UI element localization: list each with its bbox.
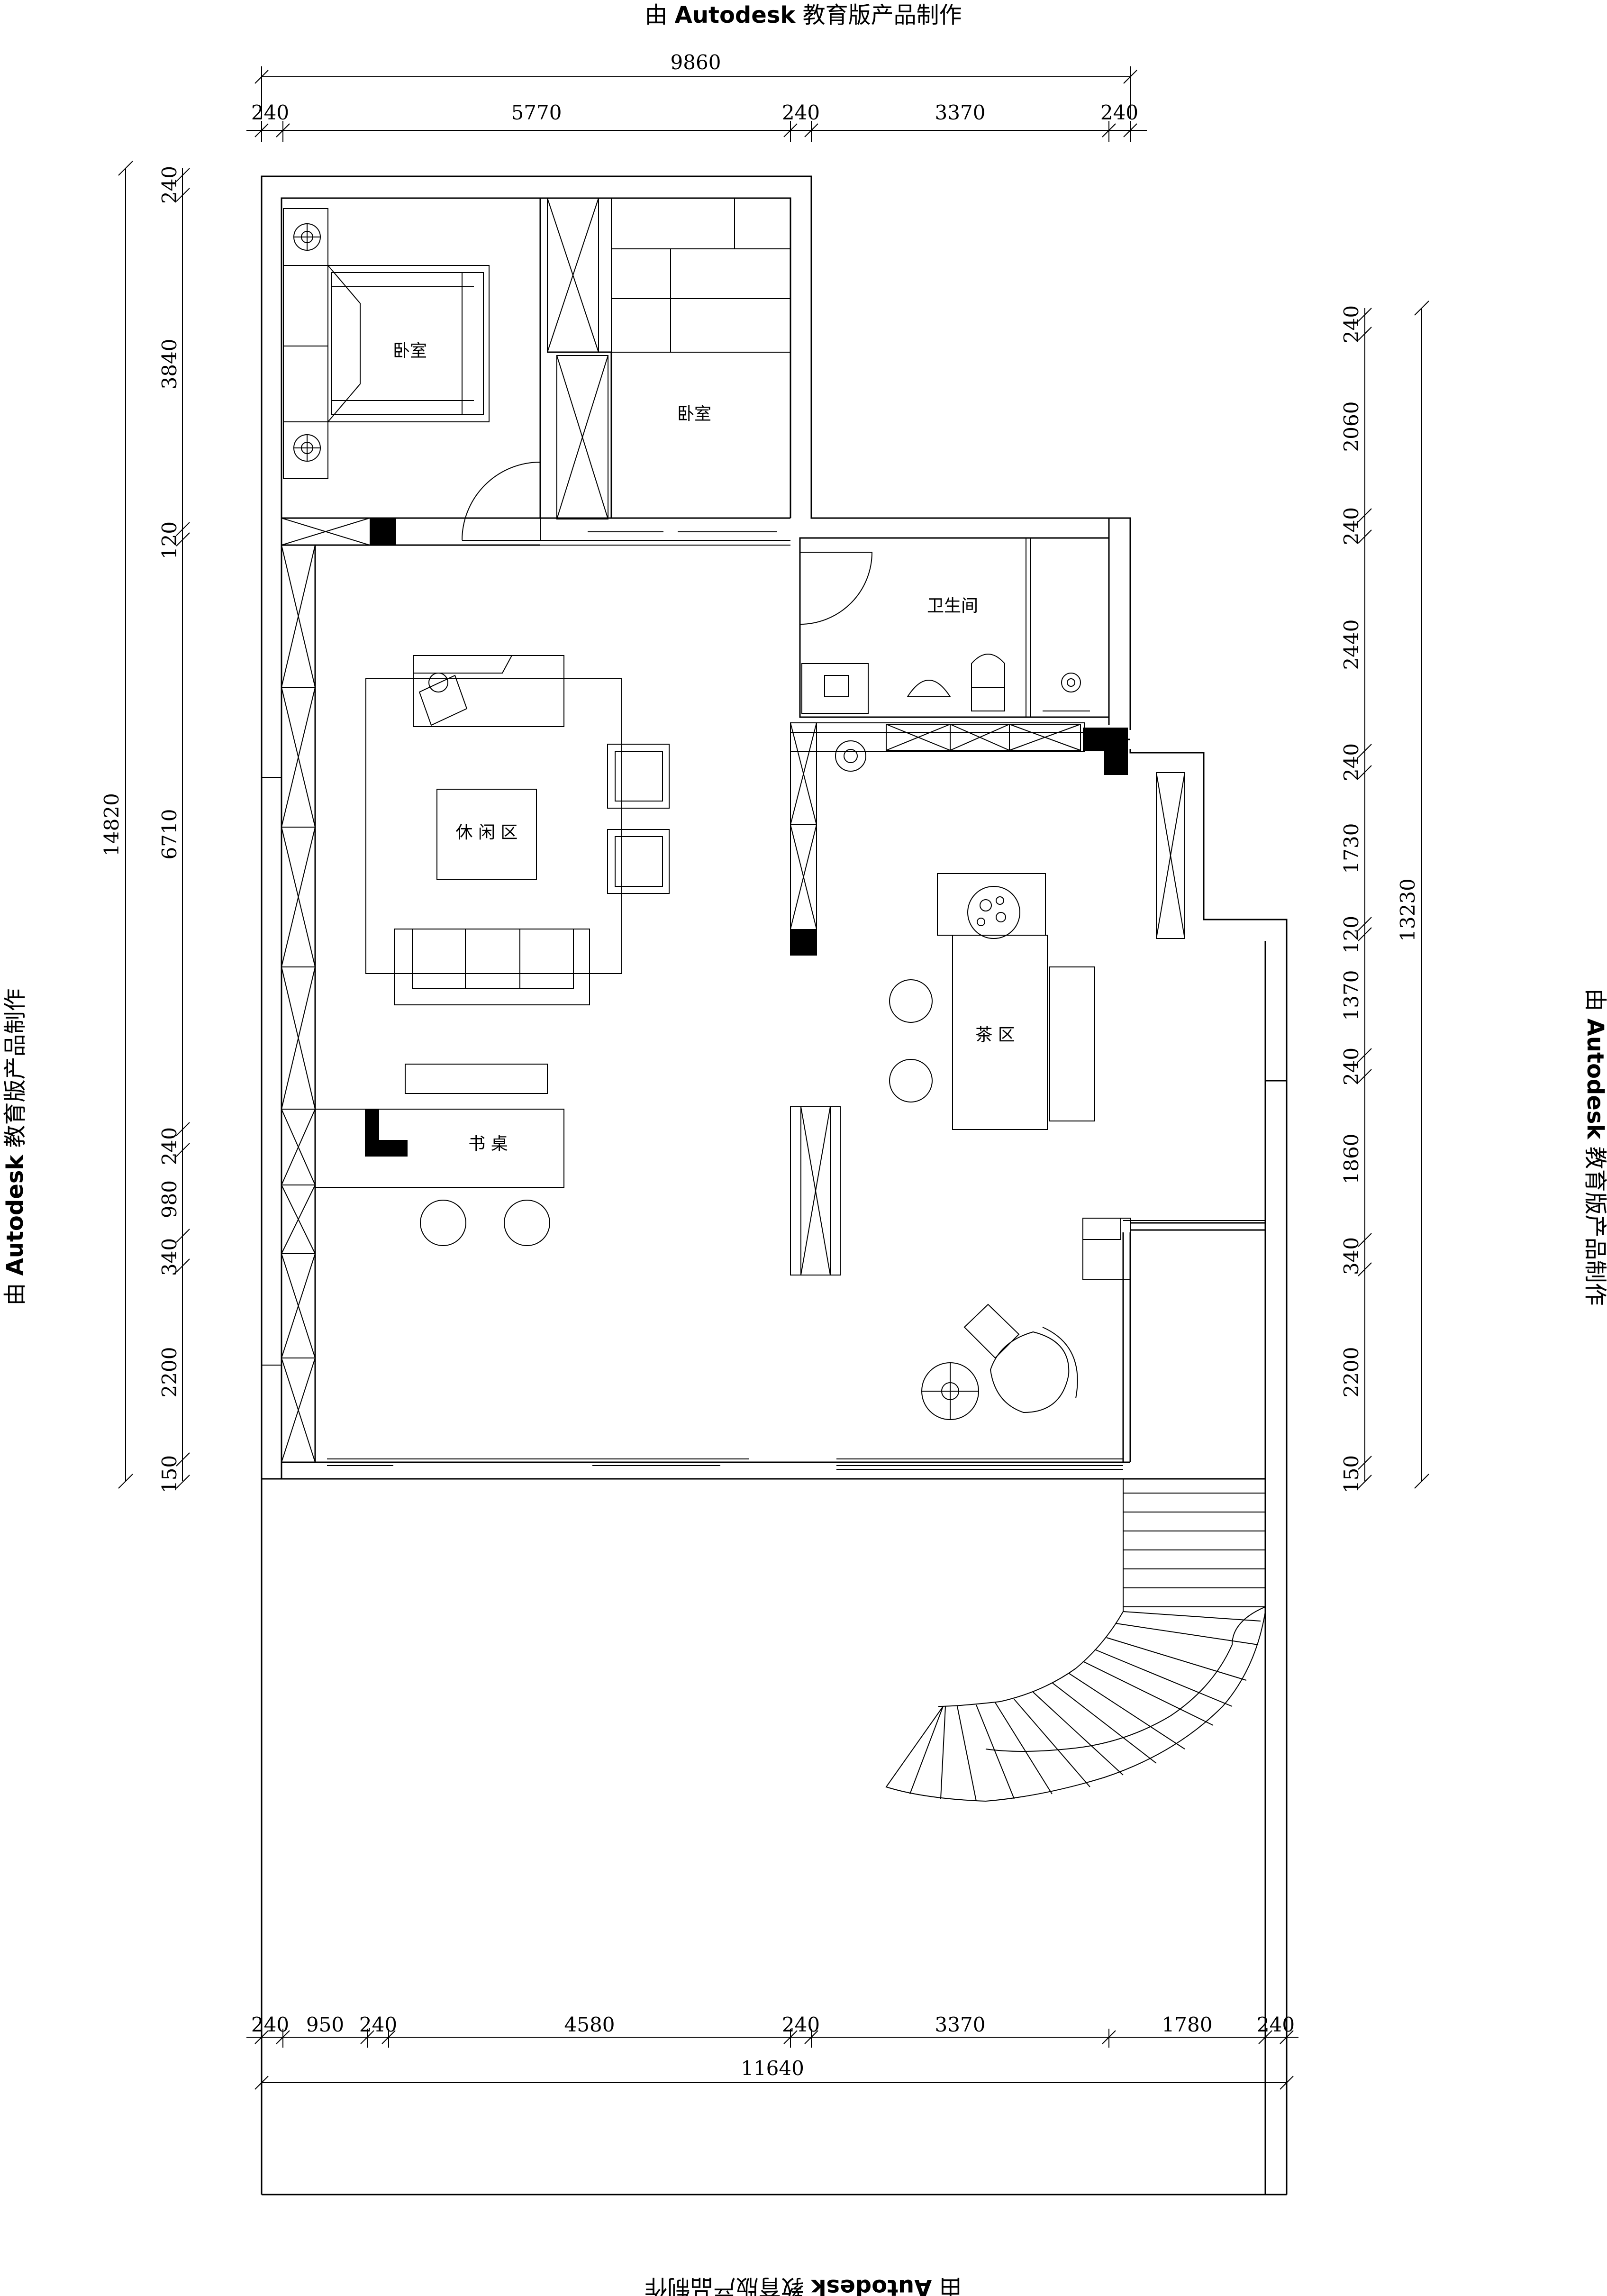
svg-text:240: 240 <box>158 1127 181 1165</box>
bedroom-b: 卧室 <box>547 198 791 519</box>
svg-text:1780: 1780 <box>1162 2013 1213 2036</box>
watermark-left: 由 Autodesk 教育版产品制作 <box>2 988 28 1305</box>
svg-text:1860: 1860 <box>1340 1134 1363 1184</box>
left-dimension-chain: 14820 240 3840 120 6710 240 980 340 2200… <box>100 161 190 1493</box>
room-label-desk: 书 桌 <box>468 1134 508 1154</box>
flower-pot-icon <box>967 886 1020 939</box>
svg-text:240: 240 <box>251 2013 289 2036</box>
room-label-tea: 茶 区 <box>975 1025 1015 1045</box>
bottom-dimension-chain: 240 950 240 4580 240 3370 1780 240 11640 <box>246 2013 1298 2092</box>
top-dimension-chain: 9860 240 5770 240 3370 240 <box>246 51 1147 142</box>
svg-text:150: 150 <box>158 1455 181 1493</box>
svg-text:950: 950 <box>306 2013 344 2036</box>
svg-text:2060: 2060 <box>1340 401 1363 452</box>
svg-text:240: 240 <box>1340 507 1363 545</box>
bedroom-living-wall <box>281 461 790 546</box>
svg-text:1730: 1730 <box>1340 823 1363 874</box>
svg-text:240: 240 <box>1340 305 1363 343</box>
dim-top-total: 9860 <box>671 51 721 74</box>
room-label-lounge: 休 闲 区 <box>456 823 518 842</box>
lounge-area: 休 闲 区 <box>365 655 670 1094</box>
room-label-bedroom-b: 卧室 <box>677 404 711 424</box>
dim-left-total: 14820 <box>100 793 123 856</box>
svg-text:120: 120 <box>1340 916 1363 954</box>
svg-text:3370: 3370 <box>935 2013 986 2036</box>
central-partition <box>790 722 817 956</box>
svg-text:由 Autodesk 教育版产品制作: 由 Autodesk 教育版产品制作 <box>1582 988 1607 1305</box>
dim-right-total: 13230 <box>1396 878 1419 942</box>
svg-text:240: 240 <box>782 2013 820 2036</box>
svg-text:2200: 2200 <box>158 1347 181 1398</box>
svg-text:由 Autodesk 教育版产品制作: 由 Autodesk 教育版产品制作 <box>2 988 28 1305</box>
side-table-icon <box>921 1362 979 1420</box>
svg-text:3840: 3840 <box>158 339 181 390</box>
svg-text:5770: 5770 <box>511 101 562 124</box>
svg-text:240: 240 <box>1340 743 1363 781</box>
counter-strip <box>790 722 1128 775</box>
room-label-bedroom-a: 卧室 <box>393 341 427 361</box>
svg-text:240: 240 <box>1340 1048 1363 1085</box>
tea-area: 茶 区 <box>790 772 1185 1276</box>
svg-text:由 Autodesk 教育版产品制作: 由 Autodesk 教育版产品制作 <box>645 2 962 28</box>
svg-text:2440: 2440 <box>1340 620 1363 670</box>
svg-text:240: 240 <box>359 2013 397 2036</box>
svg-text:240: 240 <box>782 101 820 124</box>
reading-corner <box>921 1218 1131 1420</box>
svg-text:2200: 2200 <box>1340 1347 1363 1398</box>
armchair-icon <box>418 673 468 726</box>
lamp-icon <box>293 434 321 462</box>
left-wall-cabinets <box>281 545 316 1463</box>
svg-text:980: 980 <box>158 1180 181 1218</box>
svg-text:3370: 3370 <box>935 101 986 124</box>
watermark-bottom: 由 Autodesk 教育版产品制作 <box>645 2274 962 2296</box>
svg-text:6710: 6710 <box>158 809 181 860</box>
svg-text:1370: 1370 <box>1340 970 1363 1021</box>
bathroom: 卫生间 <box>799 537 1110 718</box>
lamp-icon <box>293 223 321 251</box>
svg-text:340: 340 <box>158 1238 181 1276</box>
svg-text:4580: 4580 <box>564 2013 615 2036</box>
bedroom-a: 卧室 <box>283 198 541 518</box>
svg-text:由 Autodesk 教育版产品制作: 由 Autodesk 教育版产品制作 <box>645 2274 962 2296</box>
study-desk: 书 桌 <box>315 1109 564 1246</box>
outer-walls <box>261 175 1288 2196</box>
svg-text:240: 240 <box>158 166 181 204</box>
svg-text:240: 240 <box>1100 101 1138 124</box>
watermark-right: 由 Autodesk 教育版产品制作 <box>1582 988 1607 1305</box>
svg-text:240: 240 <box>251 101 289 124</box>
svg-text:120: 120 <box>158 521 181 559</box>
room-label-bathroom: 卫生间 <box>927 596 978 616</box>
right-dimension-chain: 13230 240 2060 240 2440 240 1730 120 137… <box>1340 301 1429 1493</box>
watermark-top: 由 Autodesk 教育版产品制作 <box>645 2 962 28</box>
lounge-chair-icon <box>963 1303 1078 1413</box>
svg-text:340: 340 <box>1340 1237 1363 1275</box>
dim-bottom-total: 11640 <box>741 2057 804 2080</box>
svg-text:240: 240 <box>1257 2013 1295 2036</box>
svg-text:150: 150 <box>1340 1455 1363 1493</box>
shower-icon <box>1061 673 1081 692</box>
spiral-staircase <box>885 1479 1266 1802</box>
sliding-doors <box>327 1220 1265 1470</box>
